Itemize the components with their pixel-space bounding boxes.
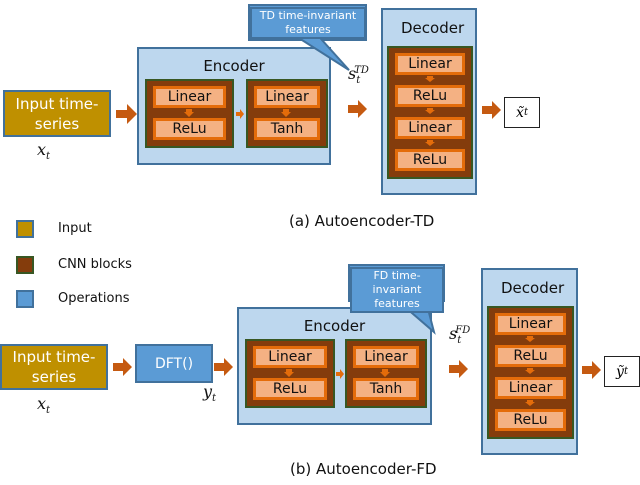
td-arrow-1: [116, 104, 137, 124]
td-latent-var: stTD: [348, 64, 369, 87]
fd-input-box: Input time-series: [0, 344, 108, 390]
legend-swatch-input: [16, 220, 34, 238]
down-arrow-icon: [281, 109, 291, 117]
fd-dec-layer-4: ReLu: [495, 409, 566, 431]
fd-enc2-layer-tanh: Tanh: [353, 378, 419, 400]
down-arrow-icon: [425, 76, 435, 82]
fd-dft-var: yt: [203, 382, 217, 405]
legend-label-cnn: CNN blocks: [58, 257, 132, 272]
legend-label-input: Input: [58, 221, 92, 236]
td-arrow-3: [482, 101, 501, 119]
fd-dec-layer-2: ReLu: [495, 345, 566, 367]
fd-encoder-panel: Encoder Linear ReLu Linear Tanh: [237, 307, 432, 425]
down-arrow-icon: [525, 368, 535, 374]
td-decoder-block: Linear ReLu Linear ReLu: [387, 46, 473, 179]
fd-decoder-block: Linear ReLu Linear ReLu: [487, 306, 574, 439]
fd-enc1-layer-linear: Linear: [253, 346, 327, 368]
fd-encoder-block-1: Linear ReLu: [245, 339, 335, 408]
down-arrow-icon: [525, 400, 535, 406]
fd-dec-layer-1: Linear: [495, 313, 566, 335]
td-decoder-title: Decoder: [401, 19, 465, 37]
td-input-var: xt: [37, 140, 51, 163]
fd-dec-layer-3: Linear: [495, 377, 566, 399]
td-input-label: Input time-series: [15, 94, 99, 133]
fd-encoder-block-2: Linear Tanh: [345, 339, 427, 408]
down-arrow-icon: [425, 108, 435, 114]
down-arrow-icon: [525, 336, 535, 342]
td-decoder-panel: Decoder Linear ReLu Linear ReLu: [381, 8, 477, 195]
right-arrow-icon: [336, 369, 344, 379]
fd-arrow-4: [582, 361, 601, 379]
td-encoder-title: Encoder: [203, 57, 265, 75]
td-encoder-block-1: Linear ReLu: [145, 79, 234, 148]
fd-dft-box: DFT(): [135, 344, 213, 383]
td-dec-layer-3: Linear: [395, 117, 465, 139]
legend-swatch-cnn: [16, 256, 34, 274]
down-arrow-icon: [425, 140, 435, 146]
fd-arrow-3: [449, 360, 468, 378]
fd-caption: (b) Autoencoder-FD: [290, 460, 437, 478]
td-caption: (a) Autoencoder-TD: [289, 212, 435, 230]
fd-input-var: xt: [37, 394, 51, 417]
fd-input-label: Input time-series: [12, 348, 96, 386]
fd-decoder-title: Decoder: [501, 279, 565, 297]
td-enc2-layer-linear: Linear: [254, 86, 320, 108]
td-enc1-layer-linear: Linear: [153, 86, 226, 108]
td-enc1-layer-relu: ReLu: [153, 118, 226, 140]
down-arrow-icon: [184, 109, 194, 117]
td-input-box: Input time-series: [3, 90, 111, 137]
fd-decoder-panel: Decoder Linear ReLu Linear ReLu: [481, 268, 578, 455]
td-dec-layer-4: ReLu: [395, 149, 465, 171]
right-arrow-icon: [236, 109, 244, 119]
td-encoder-panel: Encoder Linear ReLu Linear Tanh: [137, 47, 331, 165]
fd-callout-text: FD time-invariant features: [350, 267, 444, 313]
td-enc2-layer-tanh: Tanh: [254, 118, 320, 140]
fd-latent-var: stFD: [449, 324, 471, 347]
fd-enc2-layer-linear: Linear: [353, 346, 419, 368]
td-arrow-2: [348, 100, 367, 118]
td-callout-text: TD time-invariant features: [250, 7, 366, 39]
td-output-box: x̃t: [504, 97, 540, 128]
legend-label-operations: Operations: [58, 291, 130, 306]
fd-arrow-1: [113, 358, 132, 376]
down-arrow-icon: [284, 369, 294, 377]
legend-swatch-operations: [16, 290, 34, 308]
fd-arrow-2: [214, 358, 233, 376]
down-arrow-icon: [380, 369, 390, 377]
td-dec-layer-2: ReLu: [395, 85, 465, 107]
fd-enc1-layer-relu: ReLu: [253, 378, 327, 400]
td-encoder-block-2: Linear Tanh: [246, 79, 328, 148]
td-dec-layer-1: Linear: [395, 53, 465, 75]
fd-encoder-title: Encoder: [303, 317, 366, 335]
